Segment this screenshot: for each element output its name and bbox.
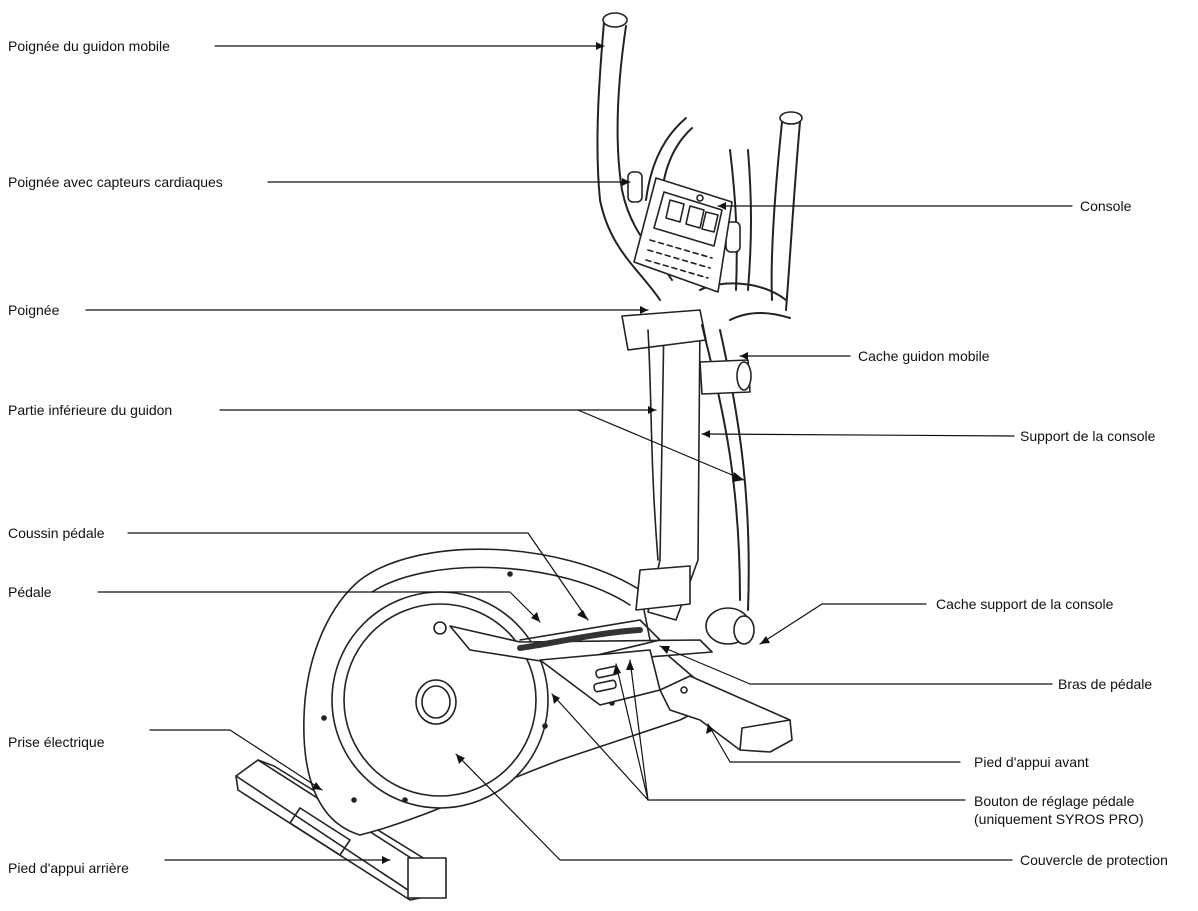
console-support-drawing (621, 309, 755, 645)
label-console: Console (1080, 198, 1132, 214)
label-protective-cover: Couvercle de protection (1020, 852, 1168, 868)
label-pedal-cushion: Coussin pédale (8, 525, 105, 541)
label-pedal: Pédale (8, 584, 52, 600)
label-lower-bar: Partie inférieure du guidon (8, 402, 173, 418)
label-console-support: Support de la console (1020, 428, 1156, 444)
callout-lines (85, 45, 1073, 861)
console-drawing (633, 177, 733, 293)
pedal-arm-drawing (433, 619, 713, 706)
label-power-socket: Prise électrique (8, 734, 105, 750)
moving-handles-drawing (596, 12, 803, 321)
label-front-foot: Pied d'appui avant (974, 754, 1089, 770)
callout-arrows (312, 42, 770, 864)
label-rear-foot: Pied d'appui arrière (8, 860, 129, 876)
rear-foot-drawing (235, 759, 447, 901)
label-handle-moving-bar: Poignée du guidon mobile (8, 38, 170, 54)
label-handle-heart-sensors: Poignée avec capteurs cardiaques (8, 174, 223, 190)
label-console-support-cover: Cache support de la console (936, 596, 1114, 612)
label-pedal-adjust-button: Bouton de réglage pédale (974, 793, 1135, 809)
label-pedal-adjust-note: (uniquement SYROS PRO) (974, 811, 1144, 827)
front-foot-drawing (659, 675, 793, 753)
label-handle: Poignée (8, 302, 60, 318)
label-pedal-arm: Bras de pédale (1058, 676, 1153, 692)
label-moving-bar-cover: Cache guidon mobile (858, 348, 990, 364)
